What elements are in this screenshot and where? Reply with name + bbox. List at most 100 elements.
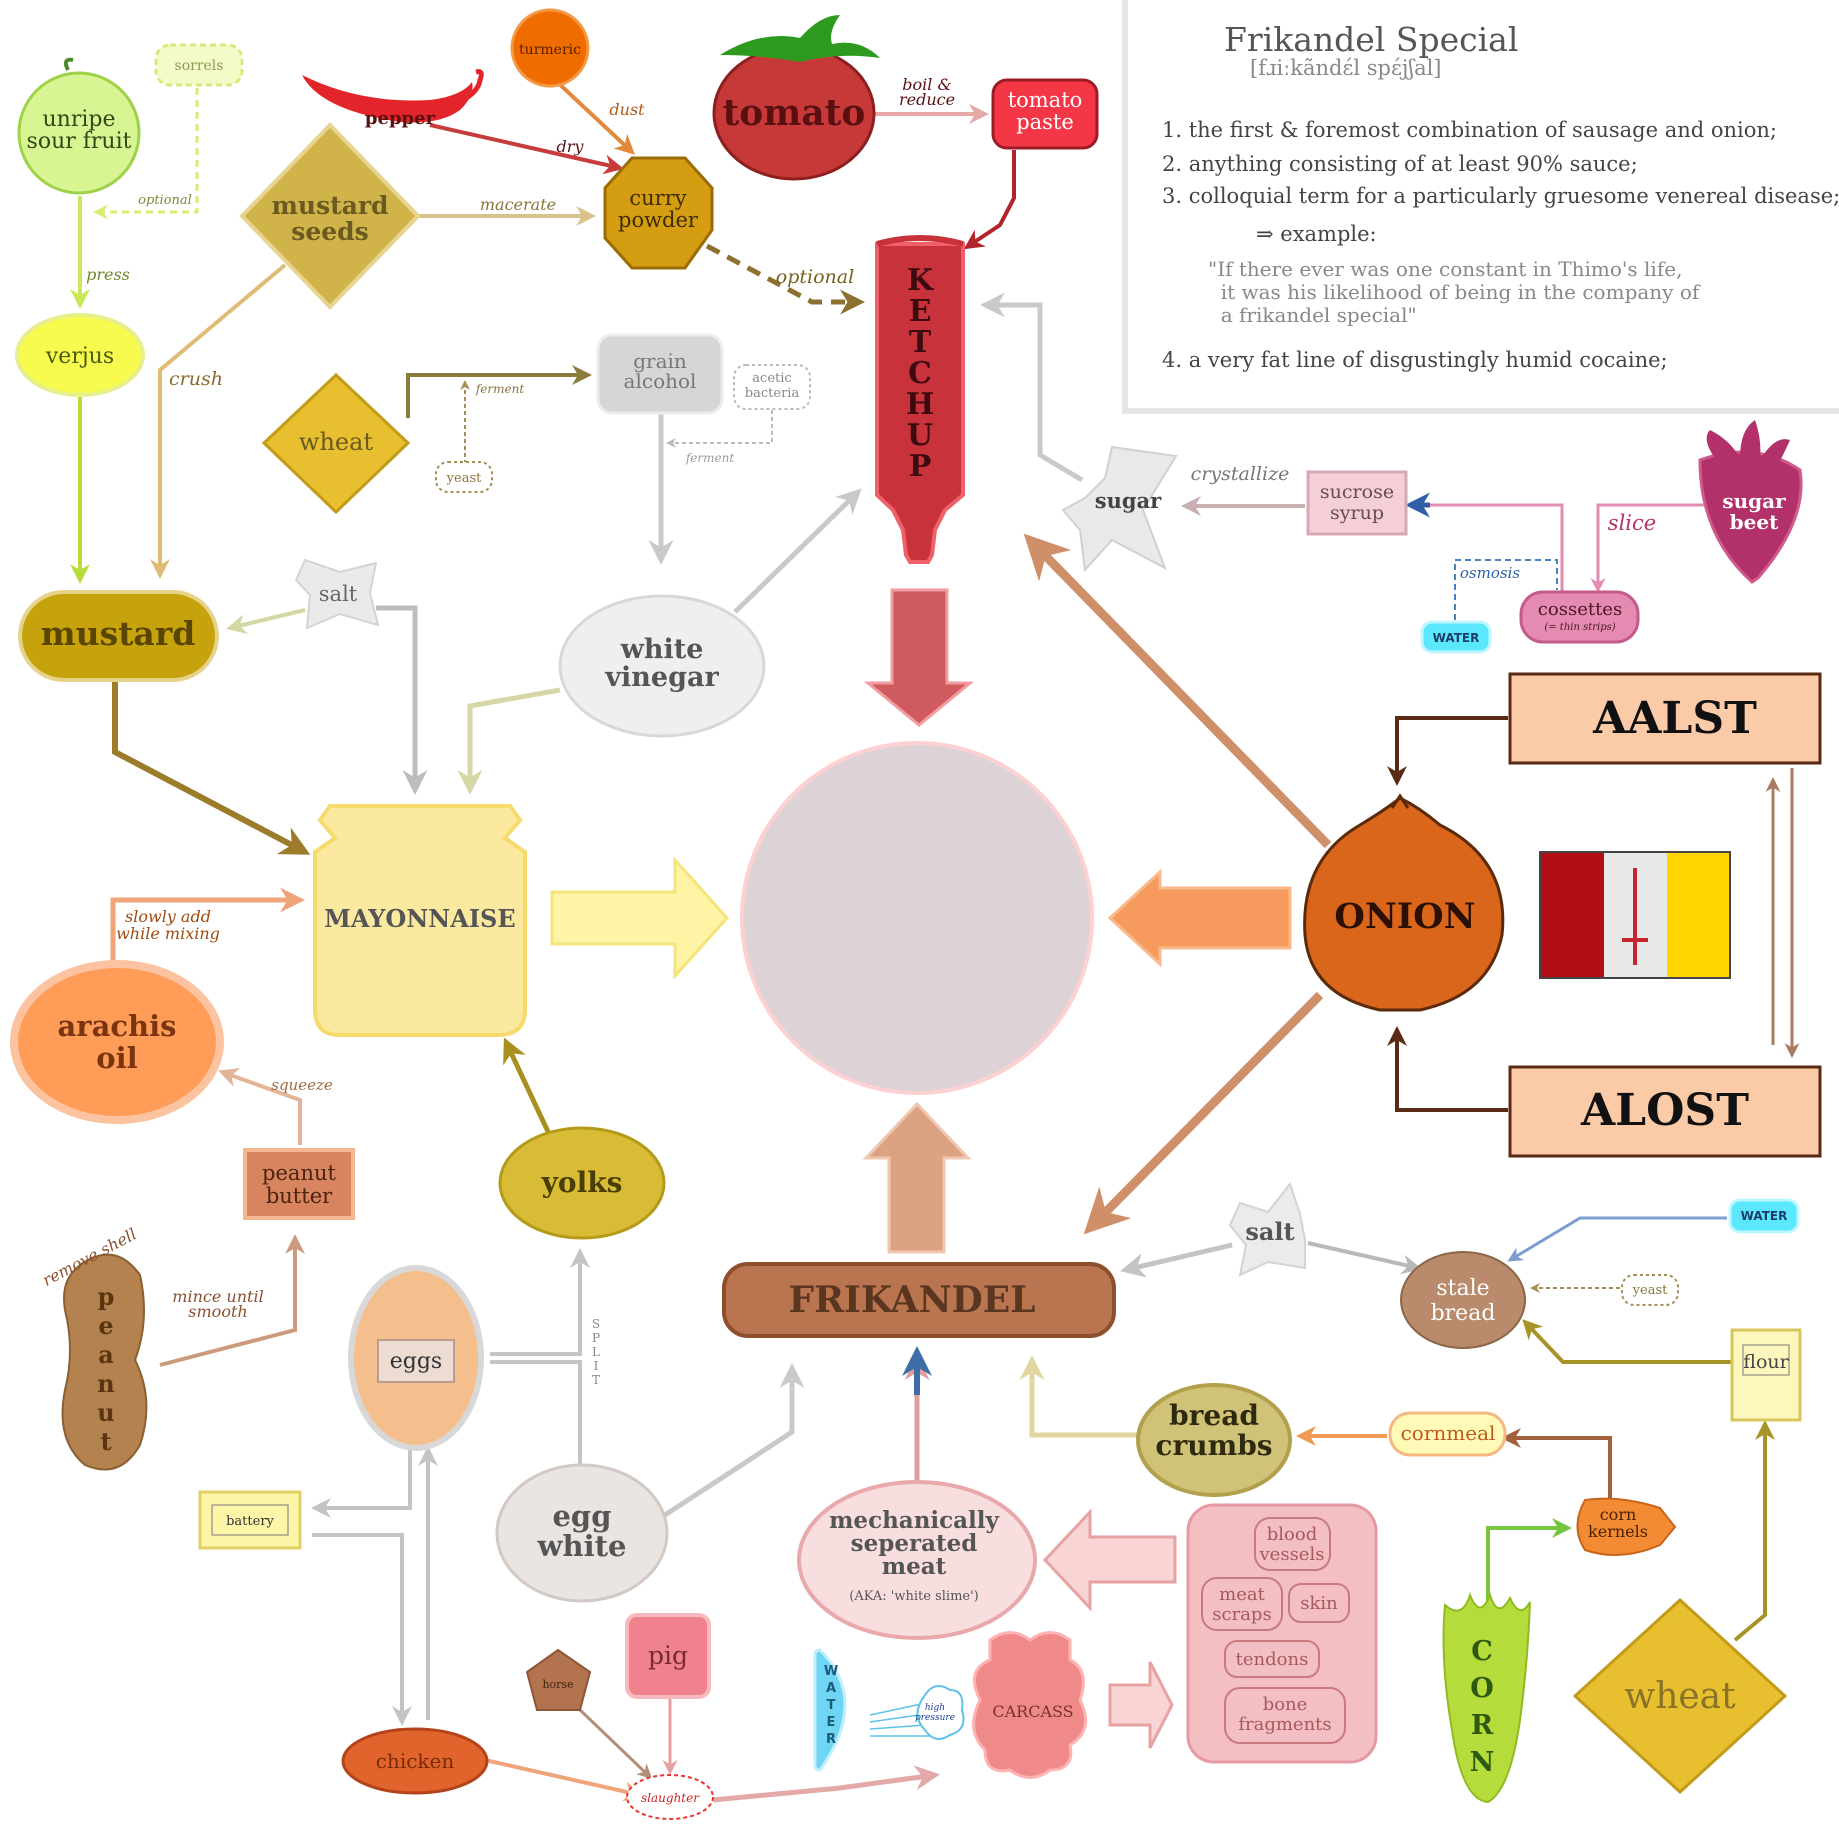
aalst-flag — [1539, 851, 1731, 979]
pepper-stem-icon — [451, 69, 484, 108]
node-ketchup-bottle[interactable] — [875, 242, 965, 564]
high-pressure-cloud — [916, 1685, 965, 1740]
label-tendons: tendons — [1236, 1649, 1309, 1670]
label-battery: battery — [226, 1514, 274, 1529]
label-cornmeal: cornmeal — [1401, 1421, 1496, 1445]
edge-salt-mayo — [376, 605, 428, 795]
node-grain-alcohol[interactable] — [596, 333, 724, 415]
flag-sword-icon — [1622, 868, 1648, 965]
label-sorrels: sorrels — [175, 58, 224, 74]
label-aalst: AALST — [1592, 693, 1757, 744]
definition-item-2: 2. anything consisting of at least 90% s… — [1162, 152, 1638, 176]
label-eggs: eggs — [390, 1349, 442, 1374]
edge-chicken-slaughter — [484, 1758, 644, 1802]
node-arachis-oil[interactable] — [10, 960, 224, 1124]
node-water-right[interactable] — [1728, 1198, 1800, 1234]
node-water-left[interactable] — [813, 1648, 847, 1772]
node-sugar-star[interactable] — [1061, 445, 1178, 573]
node-bread-crumbs[interactable] — [1136, 1383, 1292, 1497]
node-slaughter[interactable] — [626, 1774, 714, 1820]
node-meat-scraps[interactable] — [1201, 1577, 1283, 1631]
frikandel-special-plate — [740, 741, 1094, 1095]
node-skin[interactable] — [1288, 1583, 1350, 1623]
node-sorrels[interactable] — [154, 43, 244, 87]
node-wheat-bottom[interactable] — [1572, 1597, 1788, 1795]
node-cossettes[interactable] — [1519, 590, 1640, 644]
node-mechanically-separated-meat[interactable] — [797, 1480, 1037, 1640]
node-wheat-top[interactable] — [261, 372, 411, 515]
node-blood-vessels[interactable] — [1254, 1517, 1331, 1571]
edge-squeeze — [218, 1067, 302, 1145]
label-flour: flour — [1743, 1351, 1789, 1373]
node-pepper[interactable] — [302, 75, 473, 123]
eggs-label-box — [377, 1339, 455, 1383]
node-acetic-bacteria[interactable] — [733, 364, 811, 410]
node-frikandel[interactable] — [722, 1262, 1116, 1338]
node-egg-white[interactable] — [495, 1463, 669, 1603]
node-peanut-butter[interactable] — [243, 1148, 355, 1220]
label-slaughter: slaughter — [641, 1791, 700, 1805]
edge-sorrels-optional — [93, 88, 199, 220]
node-water-top[interactable] — [1420, 620, 1492, 654]
node-mustard-seeds[interactable] — [239, 122, 421, 310]
edges — [70, 47, 1800, 1803]
flag-stripe-red — [1541, 853, 1604, 977]
node-cornmeal[interactable] — [1388, 1411, 1507, 1457]
node-sucrose-syrup[interactable] — [1306, 470, 1408, 536]
edge-label-dust: dust — [609, 100, 645, 119]
label-water-top: WATER — [1433, 631, 1480, 645]
edge-curry-ketchup — [705, 243, 865, 315]
label-verjus: verjus — [45, 344, 114, 369]
node-peanut[interactable] — [61, 1253, 148, 1471]
edge-label-osmosis: osmosis — [1460, 564, 1520, 582]
node-onion[interactable] — [1303, 796, 1505, 1012]
node-salt-bottom[interactable] — [1228, 1181, 1306, 1277]
node-corn[interactable] — [1442, 1592, 1531, 1804]
node-tendons[interactable] — [1224, 1640, 1320, 1678]
node-corn-kernels[interactable] — [1576, 1497, 1677, 1556]
edge-split-2 — [490, 1360, 590, 1489]
node-aalst[interactable] — [1508, 672, 1822, 765]
edge-label-press: press — [86, 265, 130, 284]
node-stale-bread[interactable] — [1400, 1251, 1526, 1349]
definition-item-1: 1. the first & foremost combination of s… — [1162, 118, 1777, 142]
node-alost[interactable] — [1508, 1065, 1822, 1158]
node-turmeric[interactable] — [510, 8, 590, 88]
node-tomato[interactable] — [712, 15, 880, 181]
node-mustard[interactable] — [18, 590, 219, 682]
node-salt-top[interactable] — [294, 558, 380, 630]
edge-acetic — [666, 410, 773, 448]
edge-kernels-cornmeal — [1501, 1428, 1612, 1512]
definition-panel: Frikandel Special [fɹiːkãndɛ́l spɛ́jʃal]… — [1122, 0, 1839, 414]
node-chicken[interactable] — [341, 1727, 489, 1795]
node-white-vinegar[interactable] — [558, 594, 766, 738]
beet-leaves-icon — [1706, 420, 1790, 470]
node-bone-fragments[interactable] — [1224, 1687, 1346, 1744]
node-tomato-paste[interactable] — [991, 78, 1099, 150]
node-yeast-bottom[interactable] — [1621, 1274, 1679, 1306]
edge-osmosis — [1454, 559, 1558, 620]
node-verjus[interactable] — [15, 313, 145, 397]
node-yeast-top[interactable] — [435, 461, 493, 493]
node-curry-powder[interactable] — [603, 156, 714, 270]
node-mayonnaise-jar[interactable] — [313, 804, 527, 1037]
label-yolks: yolks — [541, 1166, 623, 1199]
node-horse[interactable] — [525, 1648, 592, 1711]
node-yolks[interactable] — [498, 1126, 666, 1240]
node-unripe-sour-fruit[interactable] — [17, 57, 141, 195]
node-carcass[interactable] — [972, 1631, 1088, 1779]
edge-crush — [150, 263, 287, 579]
onion-top-icon — [1390, 793, 1410, 809]
node-pig[interactable] — [625, 1613, 711, 1699]
